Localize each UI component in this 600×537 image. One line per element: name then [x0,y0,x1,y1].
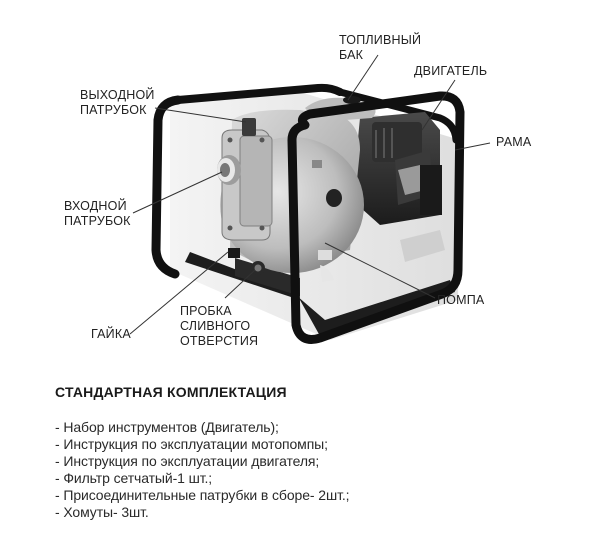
engine-block [352,112,445,262]
callout-pump-line1: ПОМПА [437,293,485,307]
leader-frame [454,142,491,151]
outlet-port [242,118,256,136]
leader-nut [129,251,229,335]
leader-drain-plug [224,269,256,299]
callout-inlet-line2: ПАТРУБОК [64,214,131,228]
motor-pump-illustration [129,54,491,344]
callout-drain-plug-line3: ОТВЕРСТИЯ [180,334,259,348]
callout-nut: ГАЙКА [91,327,131,342]
nut-part [228,248,240,258]
drain-plug-part [251,261,265,275]
kit-item: - Фильтр сетчатый-1 шт.; [55,470,213,486]
callout-outlet-line1: ВЫХОДНОЙ [80,88,155,102]
leader-pump [324,242,436,299]
callout-nut-line1: ГАЙКА [91,327,131,341]
callout-drain-plug-line1: ПРОБКА [180,304,232,318]
standard-kit-section: СТАНДАРТНАЯ КОМПЛЕКТАЦИЯ - Набор инструм… [55,384,555,521]
kit-list: - Набор инструментов (Двигатель); - Инст… [55,419,555,521]
kit-item: - Присоединительные патрубки в сборе- 2ш… [55,487,350,503]
kit-title: СТАНДАРТНАЯ КОМПЛЕКТАЦИЯ [55,384,287,400]
callout-inlet: ВХОДНОЙ ПАТРУБОК [64,199,131,229]
leader-fuel-tank [347,54,379,101]
callout-engine: ДВИГАТЕЛЬ [414,64,487,79]
inlet-pipe [217,155,241,185]
leader-engine [421,79,456,131]
front-flange [221,129,273,241]
callout-drain-plug: ПРОБКА СЛИВНОГО ОТВЕРСТИЯ [180,304,258,349]
pump-diagram: ТОПЛИВНЫЙ БАК ДВИГАТЕЛЬ ВЫХОДНОЙ ПАТРУБО… [64,33,531,349]
kit-item: - Инструкция по эксплуатации мотопомпы; [55,436,328,452]
callout-engine-line1: ДВИГАТЕЛЬ [414,64,488,78]
callout-fuel-tank: ТОПЛИВНЫЙ БАК [339,33,421,63]
callout-frame: РАМА [496,135,531,150]
leader-inlet [132,171,223,214]
callout-drain-plug-line2: СЛИВНОГО [180,319,251,333]
front-frame [287,91,465,344]
kit-item: - Набор инструментов (Двигатель); [55,419,279,435]
kit-item: - Инструкция по эксплуатации двигателя; [55,453,320,469]
callout-frame-line1: РАМА [496,135,532,149]
leader-outlet [154,107,247,123]
callout-fuel-tank-line2: БАК [339,48,364,62]
callout-outlet-line2: ПАТРУБОК [80,103,147,117]
callout-outlet: ВЫХОДНОЙ ПАТРУБОК [80,88,155,118]
callout-pump: ПОМПА [437,293,484,308]
leader-lines [129,54,491,335]
kit-item: - Хомуты- 3шт. [55,504,149,520]
callout-fuel-tank-line1: ТОПЛИВНЫЙ [339,33,422,47]
callout-inlet-line1: ВХОДНОЙ [64,199,127,213]
